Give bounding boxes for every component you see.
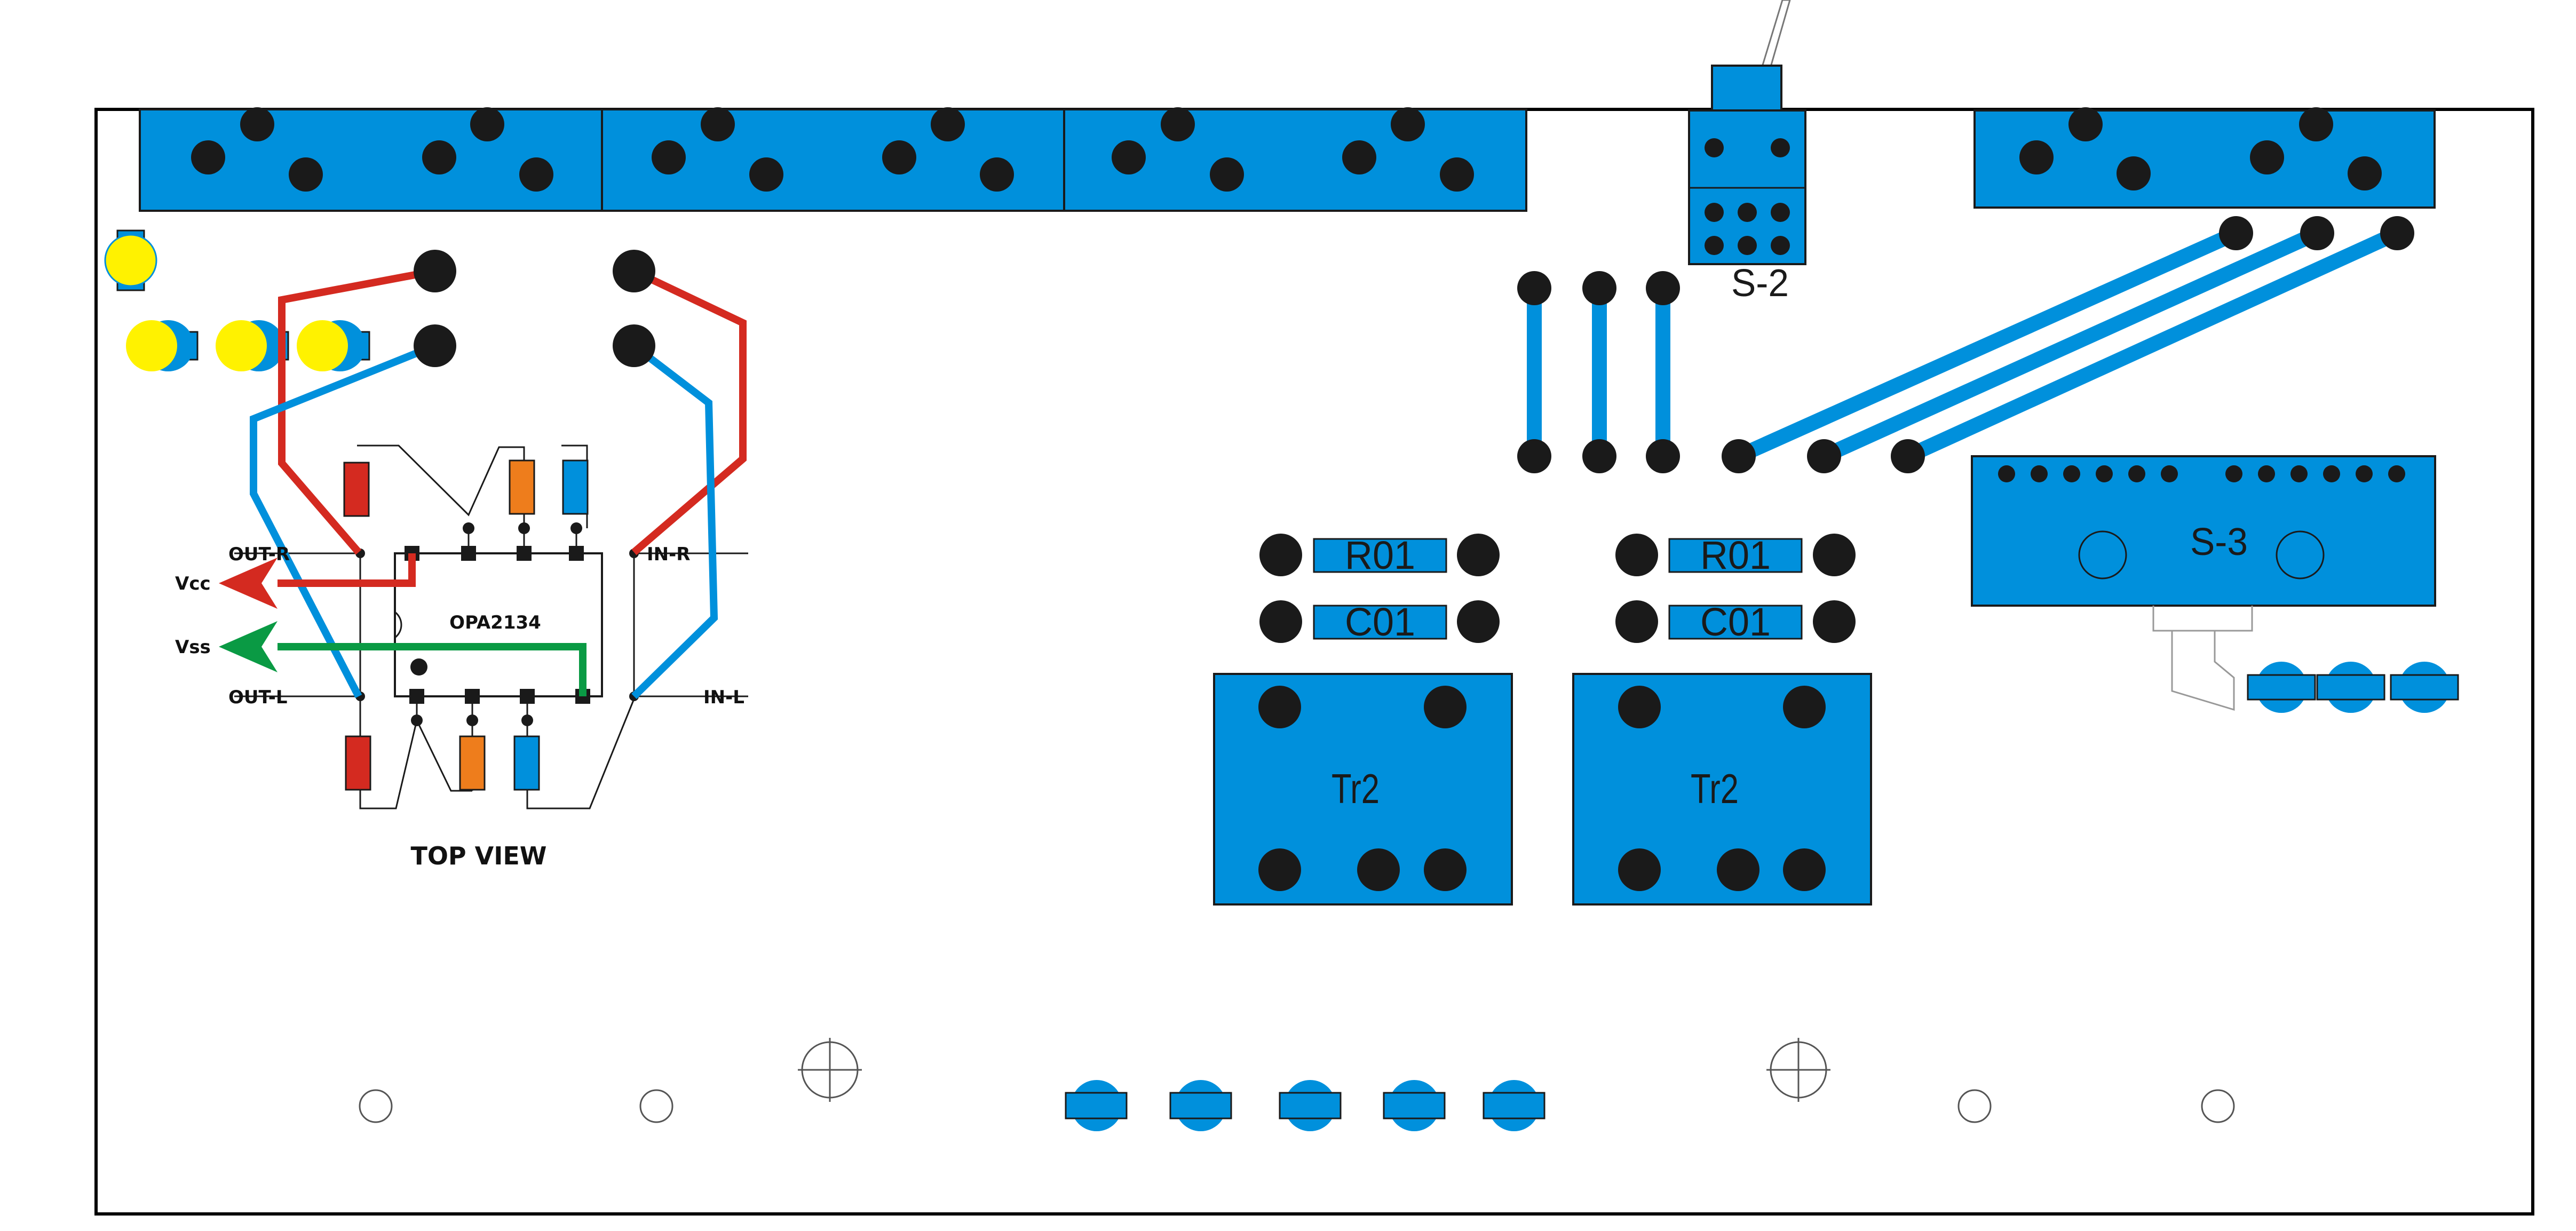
capacitor-left-label: C01 bbox=[1345, 600, 1415, 644]
blue-wire-left-output bbox=[250, 342, 437, 698]
red-wire-right-output bbox=[278, 267, 436, 555]
top-connector-pins bbox=[191, 107, 1474, 192]
red-wire-right-input bbox=[631, 267, 747, 555]
switch-s2: S-2 bbox=[1688, 0, 1806, 305]
right-top-connector-pins bbox=[2019, 107, 2382, 190]
in-r-label: IN-R bbox=[647, 544, 690, 565]
opamp-schematic: OPA2134 OUT-R IN-R OUT-L IN-L Vcc Vss TO… bbox=[175, 250, 748, 870]
blue-wire-left-input bbox=[631, 343, 718, 699]
vcc-wire bbox=[278, 553, 416, 587]
schematic-resistor-blue-bottom bbox=[513, 735, 540, 791]
schematic-resistor-orange-top bbox=[509, 459, 535, 515]
opa2134-chip bbox=[394, 552, 603, 697]
vcc-label: Vcc bbox=[175, 573, 211, 594]
right-filter-group: R01 C01 bbox=[1615, 533, 1856, 644]
top-view-label: TOP VIEW bbox=[410, 841, 546, 870]
vss-arrow bbox=[219, 621, 278, 672]
schematic-resistor-red-bottom bbox=[345, 735, 371, 791]
transformer-right: Tr2 bbox=[1572, 673, 1872, 906]
diagonal-jumpers bbox=[1722, 216, 2414, 473]
ic-label: OPA2134 bbox=[449, 612, 541, 633]
vss-label: Vss bbox=[175, 637, 211, 658]
transformer-left-label: Tr2 bbox=[1331, 765, 1380, 812]
vcc-arrow bbox=[219, 558, 278, 609]
vss-wire bbox=[278, 643, 586, 696]
switch-s2-label: S-2 bbox=[1731, 262, 1789, 305]
mounting-holes bbox=[359, 1038, 2235, 1123]
resistor-right-label: R01 bbox=[1700, 533, 1771, 577]
transformer-right-label: Tr2 bbox=[1691, 765, 1739, 812]
mounting-hole-crosshair-left bbox=[798, 1038, 862, 1102]
resistor-left-label: R01 bbox=[1345, 533, 1415, 577]
vertical-jumpers bbox=[1517, 271, 1680, 473]
schematic-resistor-orange-bottom bbox=[459, 735, 486, 791]
schematic-resistor-blue-top bbox=[562, 459, 589, 515]
out-r-label: OUT-R bbox=[228, 544, 290, 565]
out-l-label: OUT-L bbox=[228, 687, 287, 708]
led-indicators bbox=[104, 229, 370, 371]
mounting-hole-crosshair-right bbox=[1766, 1038, 1830, 1102]
in-l-label: IN-L bbox=[703, 687, 744, 708]
bottom-capacitors bbox=[1065, 1080, 1545, 1131]
switch-s3: S-3 bbox=[1971, 455, 2436, 711]
right-capacitors bbox=[2247, 662, 2459, 713]
switch-s3-label: S-3 bbox=[2190, 521, 2248, 563]
capacitor-right-label: C01 bbox=[1700, 600, 1771, 644]
left-filter-group: R01 C01 bbox=[1259, 533, 1500, 644]
transformer-left: Tr2 bbox=[1213, 673, 1513, 906]
schematic-resistor-red-top bbox=[343, 462, 370, 517]
top-connector-strip bbox=[139, 108, 1527, 212]
